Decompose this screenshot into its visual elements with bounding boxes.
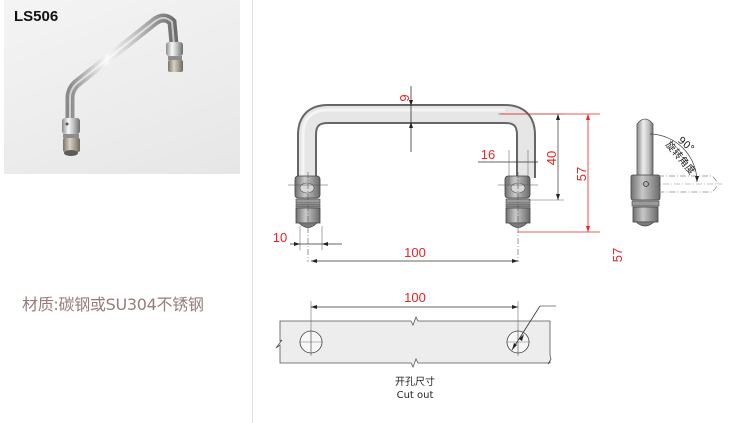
svg-text:16: 16 bbox=[481, 147, 495, 162]
product-photo: LS506 bbox=[4, 0, 240, 174]
svg-text:100: 100 bbox=[404, 290, 426, 305]
dim-tube-diameter: 9 bbox=[397, 86, 413, 152]
svg-text:9: 9 bbox=[397, 94, 412, 101]
front-view: 9 16 40 57 bbox=[273, 86, 600, 263]
side-view: 90° 旋转角度 57 bbox=[610, 118, 722, 262]
svg-text:开孔尺寸: 开孔尺寸 bbox=[395, 375, 435, 388]
cutout-view: 100 开孔尺寸 Cut out bbox=[275, 290, 556, 401]
material-label: 材质:碳钢或SU304不锈钢 bbox=[22, 295, 204, 314]
product-model: LS506 bbox=[14, 8, 59, 25]
right-mount bbox=[498, 172, 538, 262]
dim-overall-height: 57 bbox=[500, 113, 600, 233]
svg-text:10: 10 bbox=[273, 230, 287, 245]
dim-collar-width: 16 bbox=[478, 147, 538, 185]
svg-text:40: 40 bbox=[544, 151, 559, 165]
dim-base-width: 10 bbox=[273, 226, 342, 250]
left-mount bbox=[288, 172, 328, 262]
svg-text:Cut out: Cut out bbox=[397, 390, 434, 401]
svg-text:57: 57 bbox=[574, 167, 589, 181]
dim-center-distance: 100 bbox=[311, 245, 518, 263]
svg-text:57: 57 bbox=[610, 248, 625, 262]
column-divider bbox=[252, 0, 253, 423]
svg-text:100: 100 bbox=[404, 245, 426, 260]
handle-photo-illustration bbox=[62, 13, 183, 156]
